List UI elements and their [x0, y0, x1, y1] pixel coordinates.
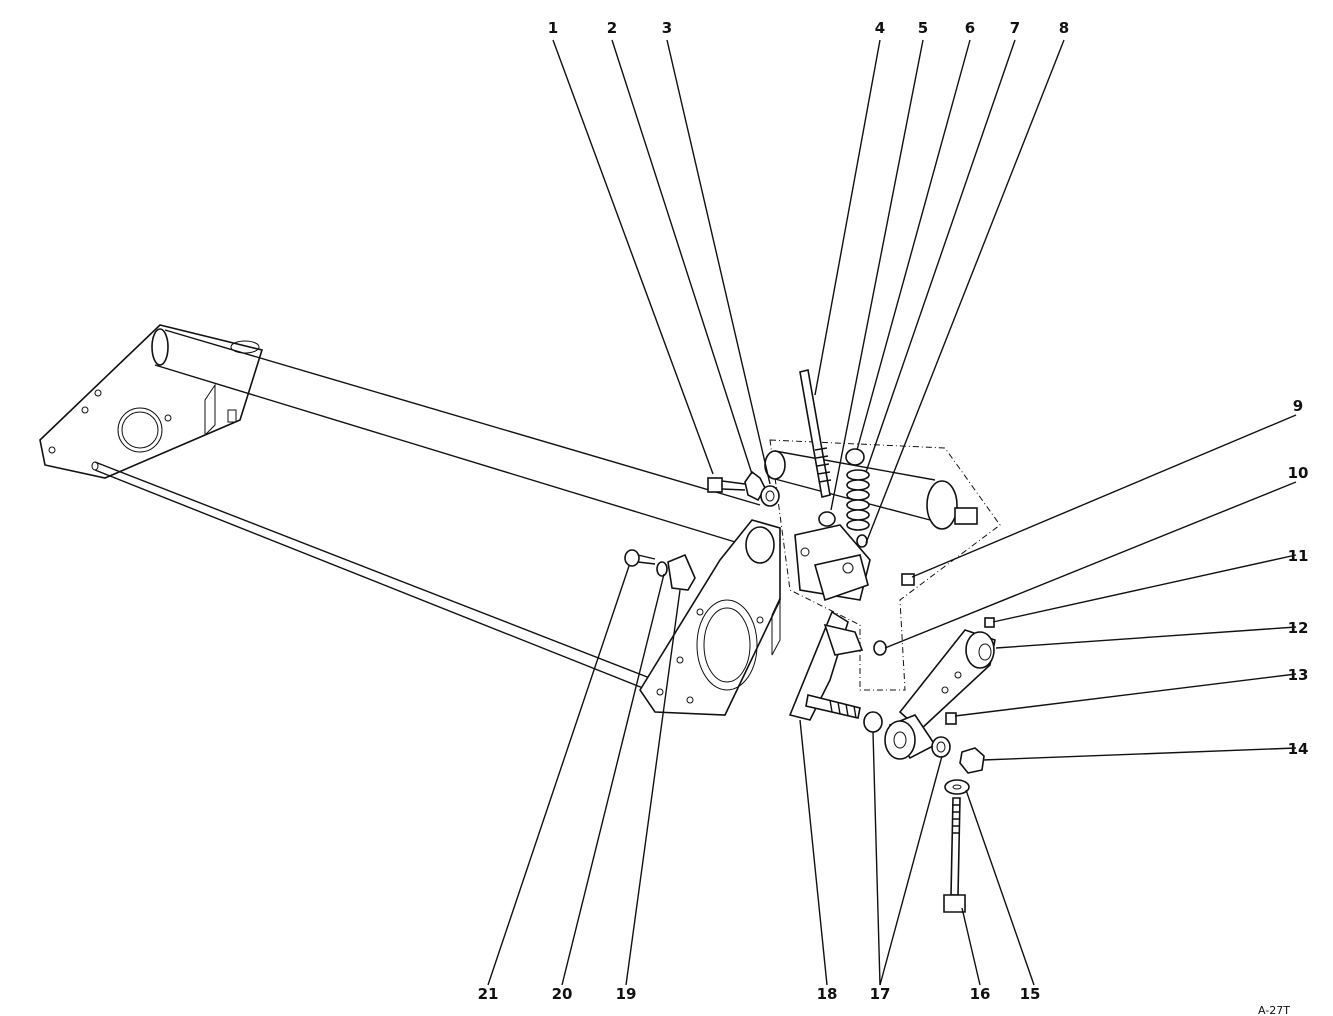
callout-12: 12	[1288, 619, 1309, 637]
callout-7: 7	[1010, 19, 1020, 37]
pin-part-8	[856, 534, 868, 548]
plate-part-19	[667, 553, 696, 591]
callout-4: 4	[875, 19, 885, 37]
nut-part-14	[959, 747, 985, 774]
lever-plate-part-18	[788, 610, 864, 721]
callout-21: 21	[478, 985, 499, 1003]
nut-part-5	[818, 511, 836, 527]
callout-10: 10	[1288, 464, 1309, 482]
bushings-part-17	[863, 711, 951, 758]
cap-part-6	[845, 448, 865, 466]
footer-mark: A-27T	[1258, 1004, 1290, 1016]
callout-17: 17	[870, 985, 891, 1003]
washer-part-20	[656, 561, 668, 577]
callout-20: 20	[552, 985, 573, 1003]
screw-part-11	[984, 617, 995, 628]
callout-18: 18	[817, 985, 838, 1003]
callout-8: 8	[1059, 19, 1069, 37]
callout-11: 11	[1288, 547, 1309, 565]
frame-arm	[39, 324, 781, 716]
threaded-rod-part-4	[799, 369, 832, 498]
housing-bracket	[764, 439, 1001, 691]
callout-9: 9	[1293, 397, 1303, 415]
screw-part-13	[945, 712, 957, 725]
callout-19: 19	[616, 985, 637, 1003]
callout-1: 1	[548, 19, 558, 37]
callout-14: 14	[1288, 740, 1309, 758]
callout-labels: 1 2 3 4 5 6 7 8 9 10 11 12 13 14 15 16 1…	[478, 19, 1309, 1003]
screw-part-1	[707, 477, 746, 493]
screw-part-21	[624, 549, 656, 567]
link-arm-part-12	[898, 629, 996, 732]
callout-3: 3	[662, 19, 672, 37]
bolt-part-16	[943, 797, 966, 913]
leader-lines	[487, 39, 1297, 986]
spring-part-7	[846, 469, 870, 531]
callout-5: 5	[918, 19, 928, 37]
roller	[884, 714, 937, 760]
callout-15: 15	[1020, 985, 1041, 1003]
callout-2: 2	[607, 19, 617, 37]
callout-13: 13	[1288, 666, 1309, 684]
spacer-part-3	[760, 485, 780, 507]
callout-16: 16	[970, 985, 991, 1003]
callout-6: 6	[965, 19, 975, 37]
washer-part-15	[944, 779, 970, 795]
set-screw-part-9	[901, 573, 915, 586]
washer-part-10	[873, 640, 887, 656]
